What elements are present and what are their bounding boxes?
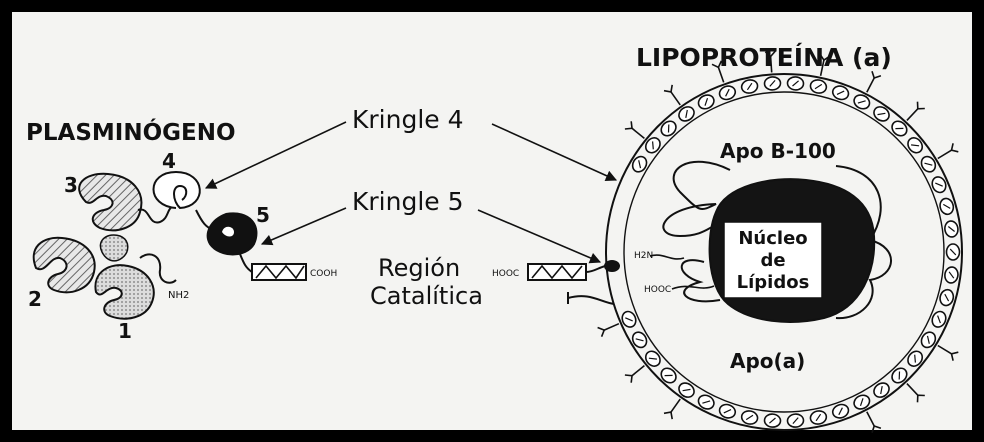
h2n-tail	[650, 255, 684, 259]
carbohydrate-antenna	[907, 384, 918, 396]
kringle-number-3: 3	[64, 173, 78, 197]
carbohydrate-antenna-fork	[872, 71, 881, 78]
kringle5-label: Kringle 5	[352, 187, 464, 216]
carbohydrate-antenna-fork	[598, 328, 605, 337]
kringle-number-4: 4	[162, 149, 176, 173]
nh2-label: NH2	[168, 290, 189, 301]
catalytic-region-label-line1: Región	[378, 254, 460, 282]
carbohydrate-antenna-fork	[872, 426, 881, 433]
kringle5-bead-lipoprotein	[604, 260, 620, 272]
catalytic-region-label-line2: Catalítica	[370, 282, 483, 310]
kringle2-domain	[34, 238, 95, 292]
carbohydrate-antenna	[604, 324, 619, 330]
carbohydrate-antenna	[632, 128, 644, 138]
carbohydrate-antenna	[938, 346, 952, 354]
plasminogen-molecule: NH2 COOH	[34, 172, 338, 319]
nucleus-label-line3: Lípidos	[737, 272, 810, 293]
kringle1-domain	[95, 265, 153, 319]
arrow-kringle4-lipoprotein	[492, 124, 616, 180]
lipoprotein-title: LIPOPROTEÍNA (a)	[636, 43, 892, 72]
apo-b100-label: Apo B-100	[720, 139, 836, 163]
kringle-number-1: 1	[118, 319, 132, 343]
carbohydrate-antenna	[867, 412, 874, 426]
apo-a-kringle-bead-loop	[915, 355, 916, 363]
apo-a-tail	[568, 296, 614, 304]
arrow-kringle5-lipoprotein	[478, 210, 600, 262]
kringle-number-5: 5	[256, 203, 270, 227]
lipoprotein-particle: Apo B-100 Núcleo de Lípidos H2N HOOC Apo…	[598, 51, 962, 433]
carbohydrate-antenna-fork	[625, 375, 632, 383]
carbohydrate-antenna	[671, 399, 680, 412]
carbohydrate-antenna	[632, 366, 644, 376]
linker-k3-k4	[138, 206, 176, 223]
apo-a-catalytic-region: HOOC	[492, 260, 620, 304]
arrow-kringle5-plasminogen	[262, 208, 346, 244]
carbohydrate-antenna	[938, 150, 952, 158]
apo-a-label: Apo(a)	[730, 349, 805, 373]
carbohydrate-antenna-fork	[664, 412, 672, 419]
cooh-label: COOH	[310, 269, 337, 279]
carbohydrate-antenna	[907, 109, 918, 121]
carbohydrate-antenna	[671, 92, 680, 105]
hooc-inner-tail	[672, 286, 714, 289]
carbohydrate-antenna	[867, 78, 874, 92]
carbohydrate-antenna-fork	[625, 121, 632, 129]
carbohydrate-antenna-fork	[918, 102, 925, 109]
linker-k5-catalytic	[240, 254, 252, 272]
nucleus-label-line1: Núcleo	[738, 228, 807, 249]
carbohydrate-antenna-fork	[664, 85, 672, 92]
kringle4-label: Kringle 4	[352, 105, 464, 134]
plasminogen-title: PLASMINÓGENO	[26, 118, 236, 146]
carbohydrate-antenna-fork	[952, 143, 959, 152]
kringle-number-2: 2	[28, 287, 42, 311]
hooc-inner-label: HOOC	[644, 285, 671, 295]
carbohydrate-antenna-fork	[952, 352, 959, 361]
kringle-core	[100, 235, 127, 261]
carbohydrate-antenna	[771, 57, 772, 73]
kringle3-domain	[79, 174, 141, 230]
apo-a-kringle-bead-loop	[653, 141, 654, 149]
kringle4-domain	[154, 172, 200, 208]
carbohydrate-antenna-fork	[918, 395, 925, 402]
nucleus-label-line2: de	[760, 250, 785, 271]
hooc-left-label: HOOC	[492, 269, 519, 279]
